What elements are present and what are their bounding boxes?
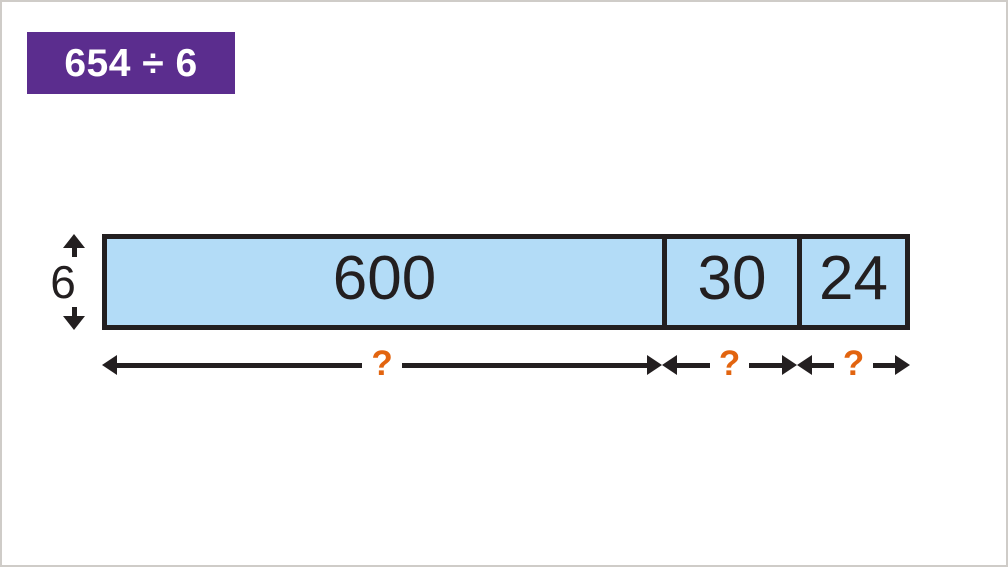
measure-line — [812, 362, 834, 368]
bar-height-gauge: 6 — [46, 234, 92, 330]
bar-segment-24: 24 — [797, 239, 905, 325]
measure-line — [117, 362, 363, 368]
measurement-row: ? ? ? — [102, 343, 911, 383]
measure-line — [873, 362, 896, 368]
bar-container: 600 30 24 — [102, 234, 910, 330]
measure-line — [749, 362, 783, 368]
unknown-marker: ? — [371, 343, 393, 383]
bar-segment-label: 24 — [819, 244, 888, 313]
measurement-segment-600: ? — [102, 343, 663, 383]
measure-line — [401, 362, 648, 368]
arrow-down-icon — [63, 316, 85, 330]
arrow-right-icon — [782, 355, 798, 375]
measurement-segment-30: ? — [662, 343, 798, 383]
page-title: 654 ÷ 6 — [64, 41, 198, 85]
bar-height-label: 6 — [46, 257, 80, 307]
arrow-left-icon — [662, 355, 677, 375]
arrow-left-icon — [797, 355, 812, 375]
arrow-left-icon — [102, 355, 117, 375]
arrow-right-icon — [895, 355, 911, 375]
unknown-marker: ? — [842, 343, 865, 383]
measurement-segment-24: ? — [797, 343, 911, 383]
measure-line — [677, 362, 710, 368]
unknown-marker: ? — [718, 343, 741, 383]
bar-model: 600 30 24 — [102, 234, 910, 330]
arrow-right-icon — [647, 355, 663, 375]
bar-segment-30: 30 — [662, 239, 797, 325]
bar-segment-label: 600 — [332, 244, 437, 313]
title-badge: 654 ÷ 6 — [27, 32, 235, 94]
bar-segment-600: 600 — [107, 239, 662, 325]
bar-segment-label: 30 — [697, 244, 767, 313]
arrow-up-icon — [63, 234, 85, 248]
